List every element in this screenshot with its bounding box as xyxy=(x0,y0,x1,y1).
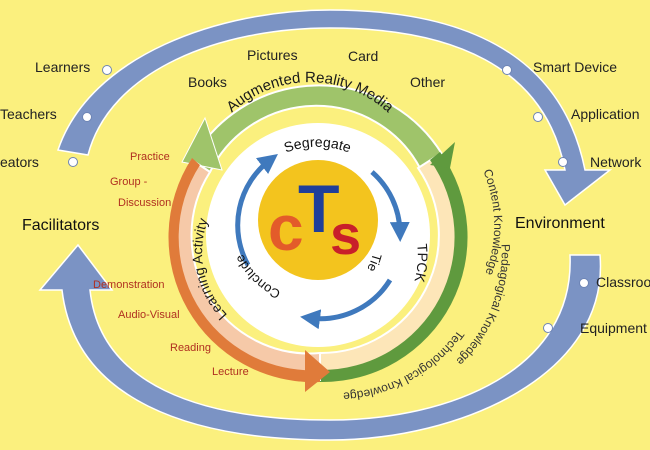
label-facilitators: Facilitators xyxy=(22,217,99,234)
logo-s: s xyxy=(330,203,361,266)
learning-item: Demonstration xyxy=(93,279,165,291)
environment-item: Equipment xyxy=(580,320,647,336)
cycle-label-segregate: Segregate xyxy=(282,134,354,156)
learning-item: Audio-Visual xyxy=(118,309,180,321)
logo-t: T xyxy=(298,171,340,247)
label-environment: Environment xyxy=(515,215,605,232)
learning-item: Lecture xyxy=(212,366,249,378)
facilitator-item: Learners xyxy=(35,59,90,75)
ring-learning-outer xyxy=(168,158,320,383)
outer-arrow-bottom xyxy=(38,243,602,441)
facilitator-item: Teachers xyxy=(0,106,57,122)
environment-item: Classroo xyxy=(596,274,650,290)
learning-item: Reading xyxy=(170,342,211,354)
learning-item: Discussion xyxy=(118,197,171,209)
facilitator-item: eators xyxy=(0,154,39,170)
media-item: Other xyxy=(410,74,445,90)
learning-item: Practice xyxy=(130,151,170,163)
cycle-arrow-left xyxy=(235,153,278,267)
ring-tpck-arrowhead xyxy=(430,142,455,168)
ring-label-tpck: TPCK xyxy=(411,243,430,284)
environment-item: Smart Device xyxy=(533,59,617,75)
logo-c: c xyxy=(268,192,304,264)
cycle-arrow-bottom xyxy=(300,278,393,330)
media-item: Pictures xyxy=(247,47,298,63)
outer-arrow-top xyxy=(57,9,613,207)
outer-dots xyxy=(68,65,589,333)
environment-item: Network xyxy=(590,154,642,170)
media-item: Card xyxy=(348,48,378,64)
cycle-arrow-right xyxy=(370,170,410,242)
cycle-label-tie: Tie xyxy=(364,252,384,274)
ring-learning-arrowhead xyxy=(305,350,330,392)
learning-item: Group - xyxy=(110,176,148,188)
media-item: Books xyxy=(188,74,227,90)
ring-tpck-outer xyxy=(320,152,468,383)
logo-circle xyxy=(258,160,378,280)
environment-item: Application xyxy=(571,106,640,122)
